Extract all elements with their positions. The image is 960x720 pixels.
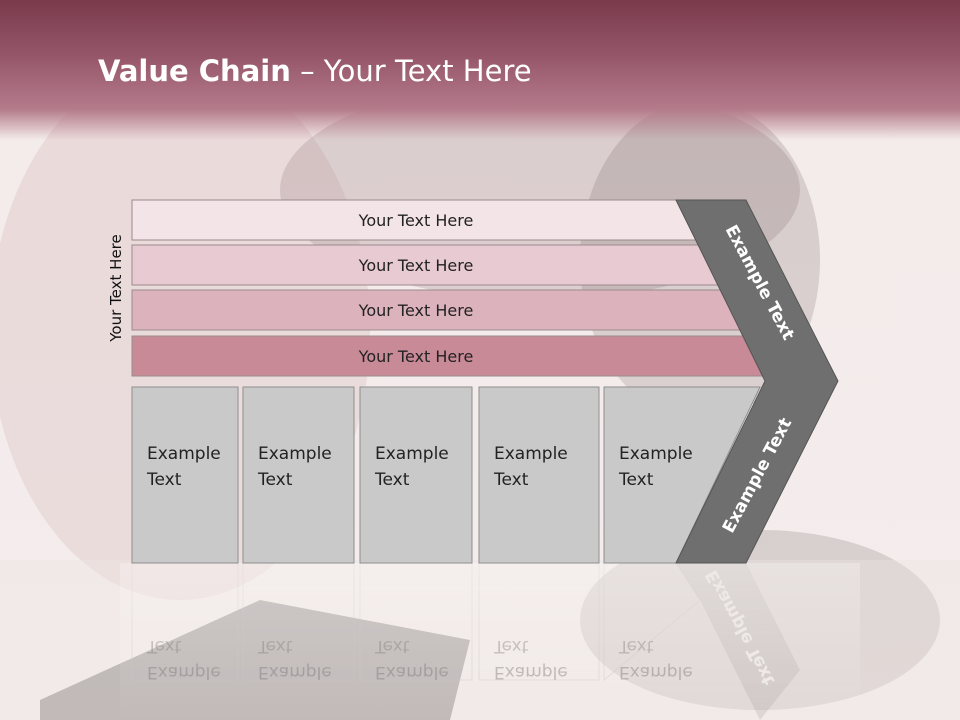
support-row-label: Your Text Here bbox=[358, 301, 474, 320]
title-rest: – Your Text Here bbox=[290, 54, 532, 88]
primary-box-shape bbox=[242, 386, 355, 564]
primary-box-line1: Example bbox=[494, 444, 568, 464]
header-band bbox=[0, 0, 960, 140]
primary-box-shape bbox=[478, 386, 600, 564]
support-row-label: Your Text Here bbox=[358, 211, 474, 230]
primary-box-line1: Example bbox=[147, 444, 221, 464]
chevron-shape bbox=[675, 199, 839, 564]
primary-box-line2: Text bbox=[493, 470, 529, 490]
support-row: Your Text Here bbox=[131, 335, 767, 377]
title-bold: Value Chain bbox=[98, 54, 291, 88]
support-row: Your Text Here bbox=[131, 199, 697, 241]
primary-box-line2: Text bbox=[374, 470, 410, 490]
primary-box-shape bbox=[359, 386, 473, 564]
primary-box-line1: Example bbox=[258, 444, 332, 464]
primary-box-shape bbox=[131, 386, 239, 564]
diagram-reflection: ExampleTextExampleTextExampleTextExample… bbox=[120, 562, 860, 720]
support-row-label: Your Text Here bbox=[358, 256, 474, 275]
support-row: Your Text Here bbox=[131, 244, 721, 286]
slide-title: Value Chain – Your Text Here bbox=[98, 54, 532, 88]
primary-box-line1: Example bbox=[375, 444, 449, 464]
primary-box-line1: Example bbox=[619, 444, 693, 464]
support-row: Your Text Here bbox=[131, 289, 743, 331]
support-row-label: Your Text Here bbox=[358, 347, 474, 366]
primary-box-line2: Text bbox=[146, 470, 182, 490]
reflection-fade bbox=[120, 563, 860, 720]
primary-box-line2: Text bbox=[257, 470, 293, 490]
primary-box-line2: Text bbox=[618, 470, 654, 490]
